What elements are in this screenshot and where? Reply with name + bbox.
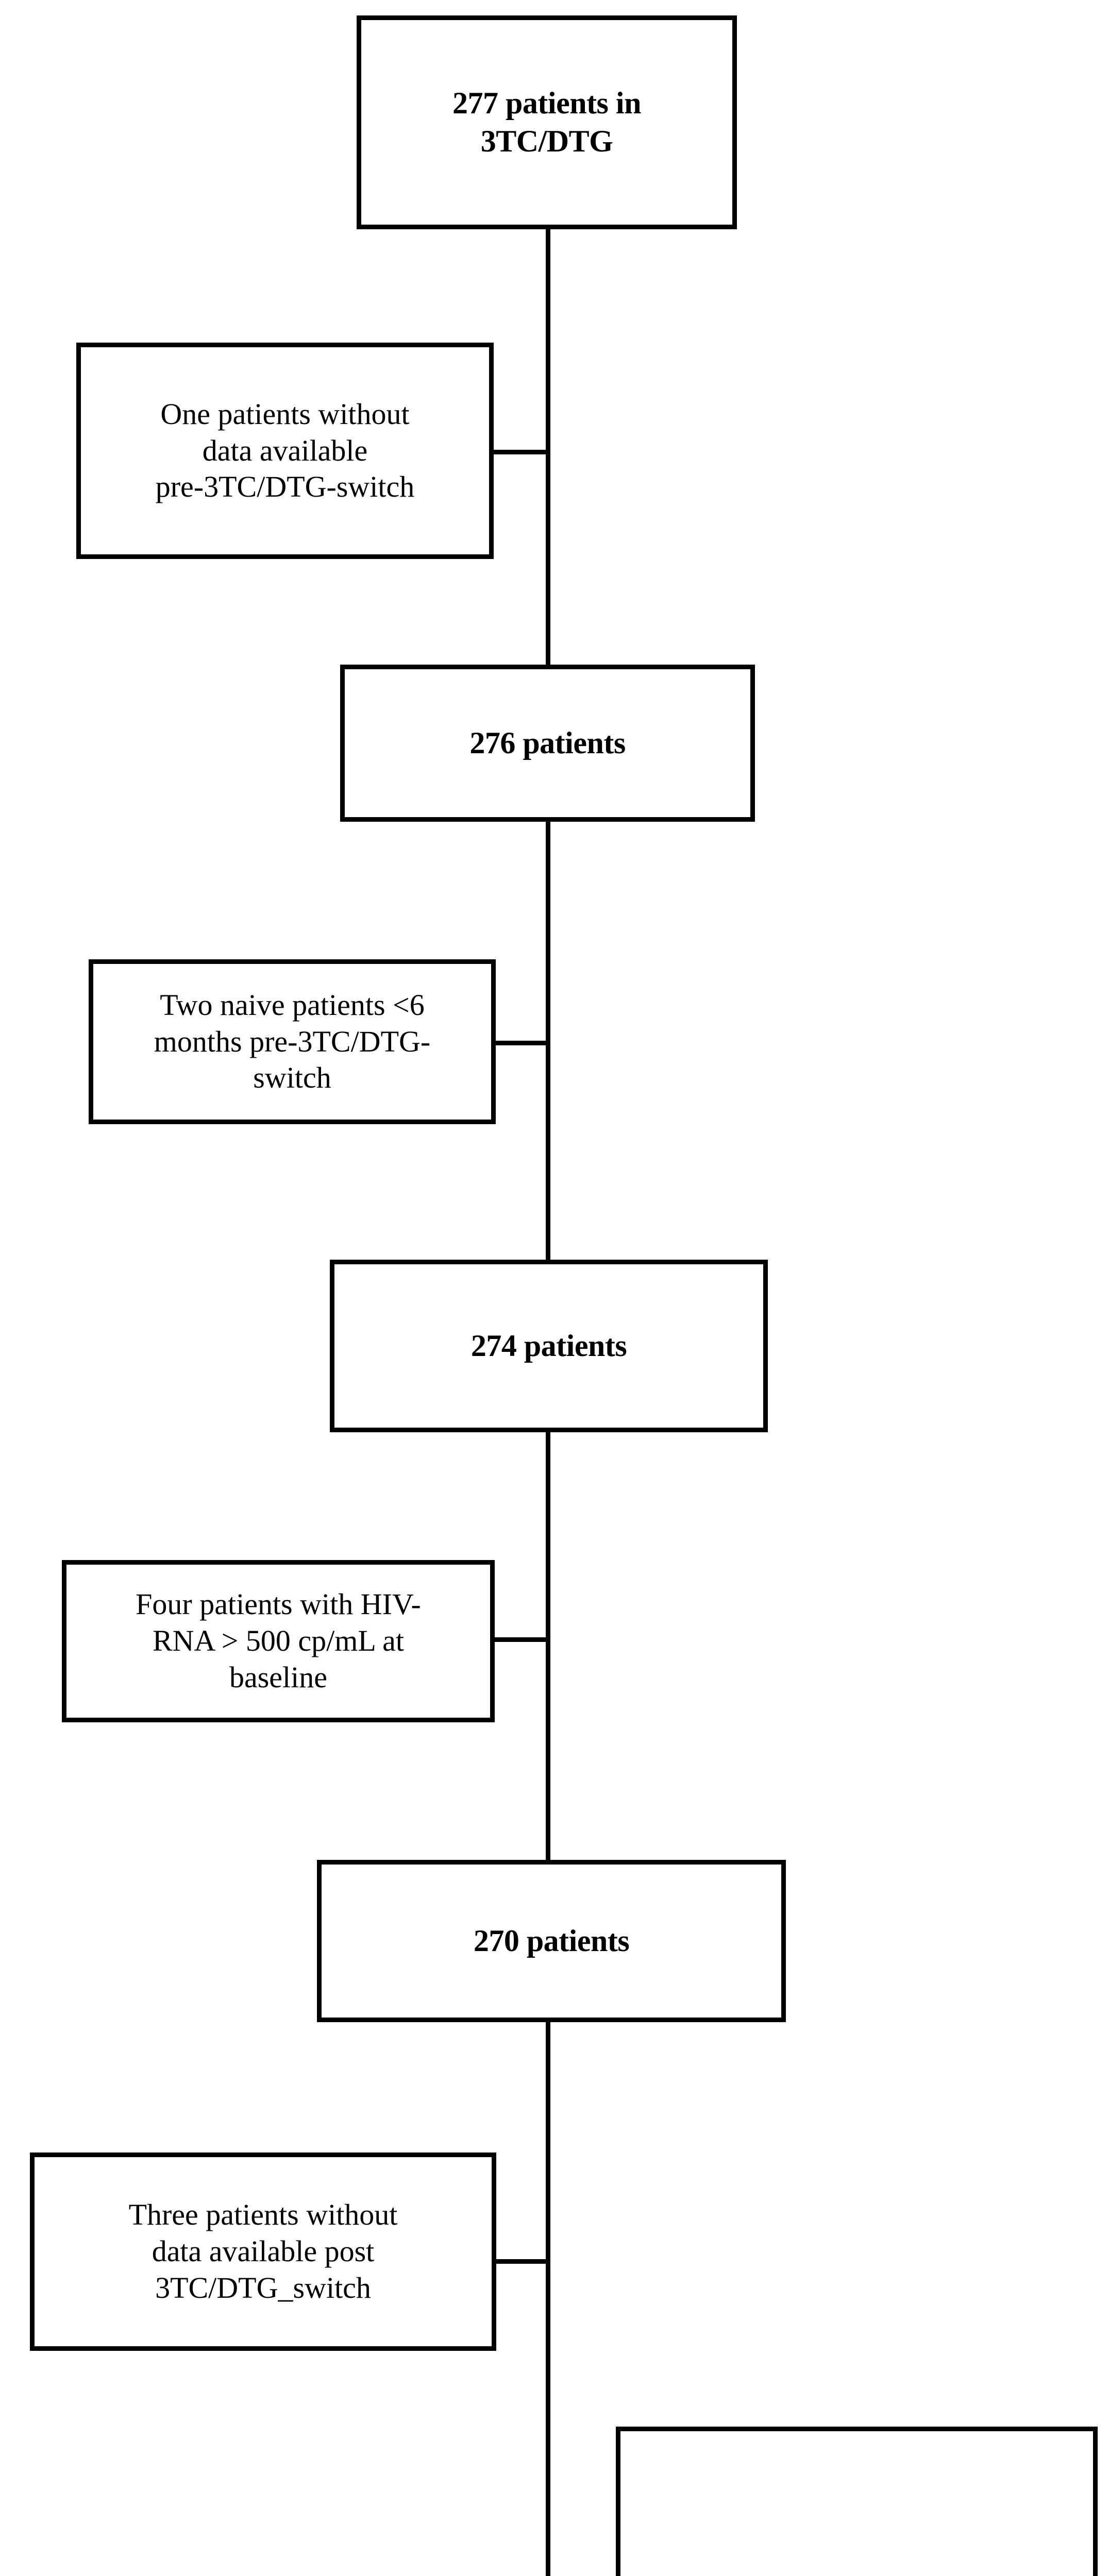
node-cohort-start-label: 277 patients in 3TC/DTG [452, 86, 641, 158]
node-exclusion-1[interactable]: One patients without data available pre-… [76, 343, 494, 559]
node-cohort-276[interactable]: 276 patients [340, 665, 755, 822]
node-exclusion-3[interactable]: Four patients with HIV- RNA > 500 cp/mL … [62, 1560, 495, 1722]
node-exclusion-3-label: Four patients with HIV- RNA > 500 cp/mL … [136, 1587, 421, 1694]
connector-exclusion-4 [492, 2259, 549, 2264]
node-cohort-final[interactable]: 267 patients included [616, 2427, 1098, 2576]
connector-exclusion-3 [492, 1637, 549, 1642]
spine-segment-4 [546, 2020, 550, 2576]
node-cohort-start[interactable]: 277 patients in 3TC/DTG [357, 15, 737, 229]
node-cohort-276-label: 276 patients [469, 725, 626, 760]
node-exclusion-2-label: Two naive patients <6 months pre-3TC/DTG… [154, 988, 431, 1095]
spine-segment-1 [546, 229, 550, 667]
node-exclusion-4[interactable]: Three patients without data available po… [30, 2153, 496, 2351]
node-cohort-270-label: 270 patients [473, 1923, 630, 1958]
node-cohort-274[interactable]: 274 patients [330, 1260, 768, 1432]
node-cohort-270[interactable]: 270 patients [317, 1860, 786, 2022]
connector-exclusion-2 [492, 1041, 549, 1045]
node-exclusion-2[interactable]: Two naive patients <6 months pre-3TC/DTG… [89, 959, 496, 1124]
node-cohort-274-label: 274 patients [471, 1328, 627, 1363]
spine-segment-3 [546, 1432, 550, 1862]
connector-exclusion-1 [492, 450, 549, 454]
node-exclusion-4-label: Three patients without data available po… [128, 2198, 398, 2304]
node-exclusion-1-label: One patients without data available pre-… [155, 397, 415, 504]
